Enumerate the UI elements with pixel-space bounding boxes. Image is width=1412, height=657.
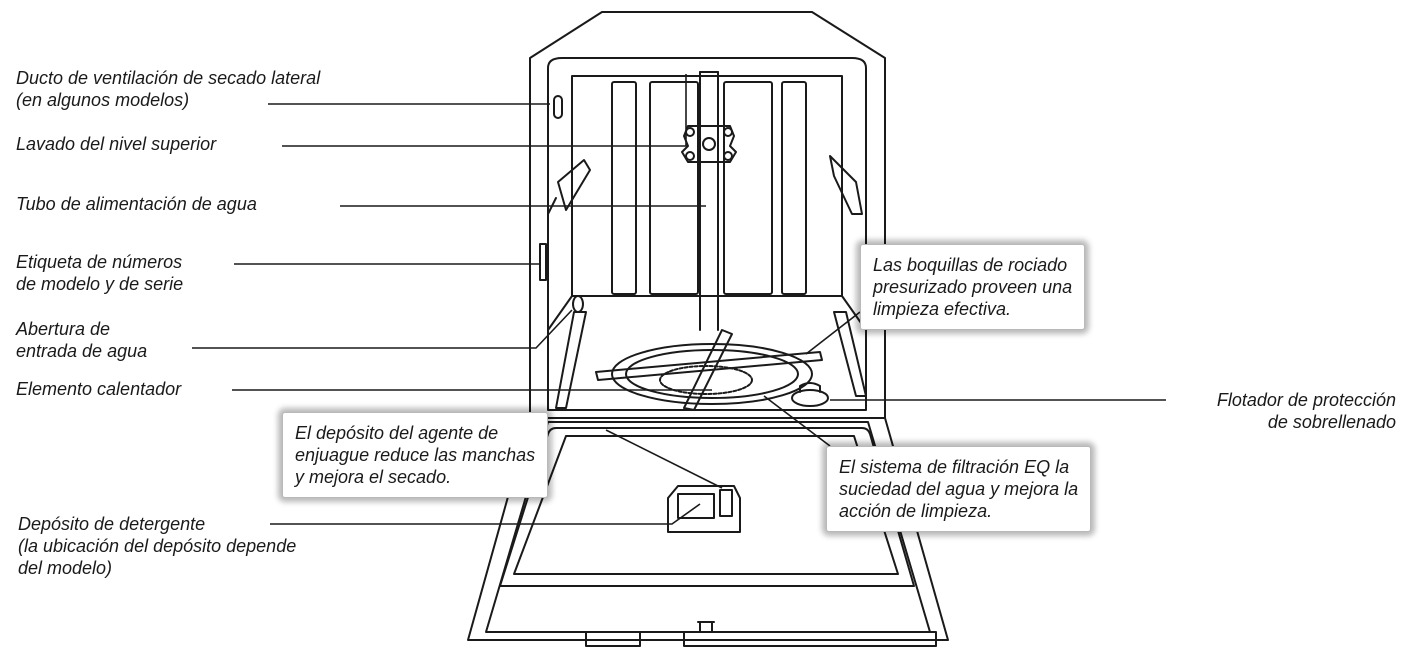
label-heating-element: Elemento calentador bbox=[16, 379, 182, 399]
leader-spray-nozzles bbox=[805, 311, 861, 355]
label-detergent-dispenser: Depósito de detergente (la ubicación del… bbox=[18, 514, 297, 578]
leader-rinse-aid bbox=[605, 429, 723, 489]
water-supply-tube bbox=[699, 71, 719, 331]
label-serial-numbers: Etiqueta de números de modelo y de serie bbox=[16, 252, 184, 294]
callout-filtration: El sistema de filtración EQ la suciedad … bbox=[826, 446, 1092, 532]
label-water-supply-tube: Tubo de alimentación de agua bbox=[16, 194, 257, 214]
detergent-dispenser bbox=[667, 485, 741, 533]
leader-water-inlet bbox=[192, 309, 573, 349]
leader-upper-wash bbox=[282, 74, 687, 147]
dryer-vent bbox=[553, 95, 563, 119]
filter-mesh bbox=[659, 365, 753, 395]
label-dryer-vent: Ducto de ventilación de secado lateral (… bbox=[16, 68, 321, 110]
lower-spray-arm bbox=[595, 351, 823, 381]
door-panel-right bbox=[683, 631, 937, 647]
upper-spray-head bbox=[681, 125, 737, 163]
water-inlet bbox=[572, 295, 584, 313]
tub-interior bbox=[547, 57, 867, 411]
callout-spray-nozzles: Las boquillas de rociado presurizado pro… bbox=[860, 244, 1086, 330]
door-outline bbox=[467, 417, 949, 641]
leader-detergent bbox=[270, 503, 701, 525]
label-upper-wash: Lavado del nivel superior bbox=[16, 134, 217, 154]
door-panel-left bbox=[585, 631, 641, 647]
rack-rail-right bbox=[829, 155, 863, 215]
label-overfill-float: Flotador de protección de sobrellenado bbox=[1216, 390, 1396, 432]
filter-ring bbox=[611, 343, 813, 405]
overfill-float bbox=[791, 389, 829, 407]
serial-label bbox=[539, 243, 547, 281]
label-water-inlet: Abertura de entrada de agua bbox=[16, 319, 148, 361]
leader-filtration bbox=[763, 395, 831, 447]
rack-rail-left bbox=[557, 159, 591, 211]
callout-rinse-aid: El depósito del agente de enjuague reduc… bbox=[282, 412, 549, 498]
